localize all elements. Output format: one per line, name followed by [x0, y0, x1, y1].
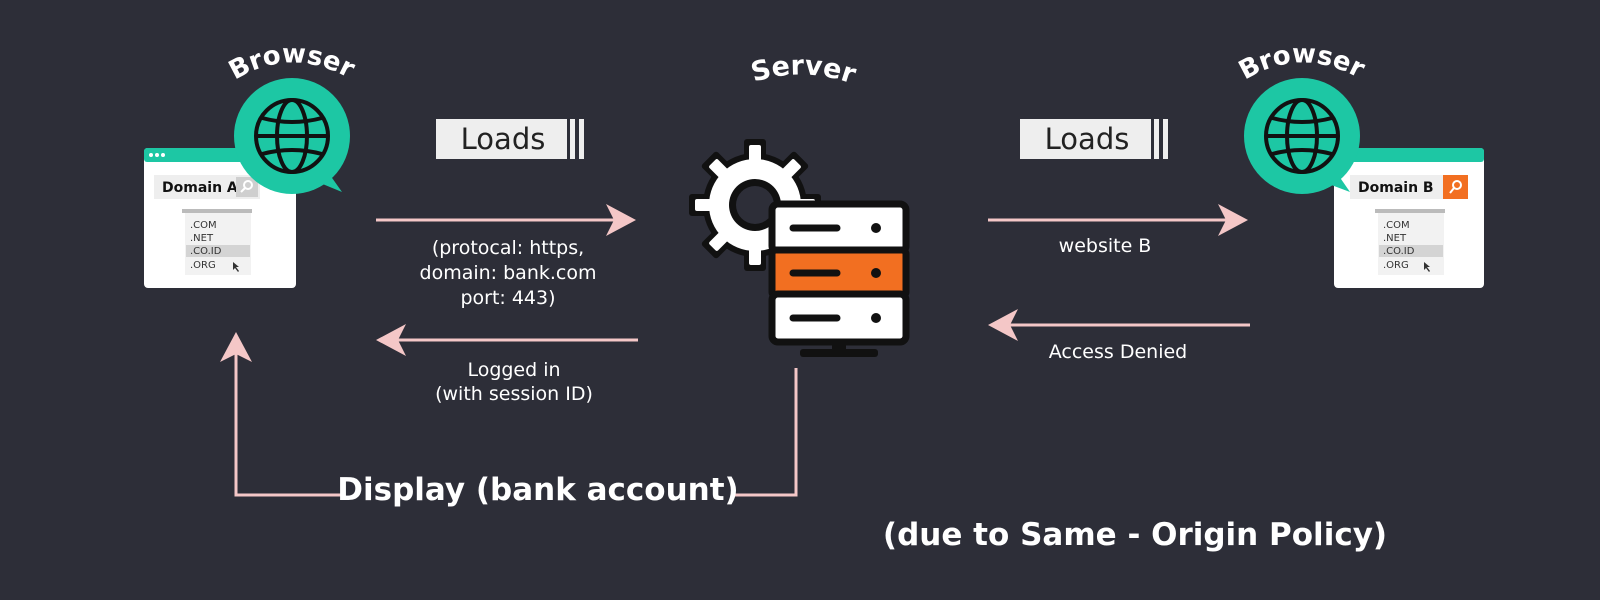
display-label: Display (bank account) — [337, 472, 738, 508]
globe-icon — [254, 98, 330, 174]
request-left-line-3: port: 443) — [460, 287, 555, 309]
search-icon — [240, 180, 253, 193]
arrow-request-left — [376, 204, 636, 236]
loads-label-right: Loads — [1045, 122, 1130, 156]
loads-tag-right: Loads — [1020, 119, 1168, 159]
window-dot-icon — [149, 153, 153, 157]
server-led — [871, 268, 881, 278]
right-tld-dropdown — [1378, 213, 1444, 275]
right-tld-item: .CO.ID — [1383, 246, 1415, 257]
request-left-line-2: domain: bank.com — [420, 262, 597, 284]
window-dot-icon — [155, 153, 159, 157]
server: Server — [689, 50, 910, 357]
right-search-button — [1443, 175, 1468, 199]
right-tld-item: .NET — [1383, 233, 1407, 244]
left-tld-item: .COM — [190, 220, 217, 231]
response-left-line-1: Logged in — [467, 359, 560, 381]
server-base — [800, 349, 878, 357]
server-title: Server — [748, 50, 860, 90]
loads-label-left: Loads — [461, 122, 546, 156]
arrow-response-right — [988, 309, 1250, 341]
loads-tag-left: Loads — [436, 119, 584, 159]
globe-icon — [1264, 98, 1340, 174]
left-domain-label: Domain A — [162, 180, 238, 196]
search-icon — [1449, 180, 1462, 194]
request-right-label: website B — [1059, 235, 1152, 257]
right-browser-titlebar — [1334, 148, 1484, 162]
left-tld-item: .ORG — [190, 260, 216, 271]
cursor-icon — [1424, 262, 1430, 272]
left-tld-item: .CO.ID — [190, 246, 222, 257]
right-domain-label: Domain B — [1358, 180, 1434, 196]
arrow-response-left — [376, 324, 638, 356]
right-tld-item: .ORG — [1383, 260, 1409, 271]
left-browser: Domain A .COM .NET .CO.ID .ORG Browser — [144, 39, 359, 288]
arrow-request-right — [988, 204, 1248, 236]
server-stand — [832, 342, 846, 352]
left-tld-dropdown-top — [182, 209, 252, 213]
left-tld-dropdown — [185, 213, 251, 275]
left-tld-highlight — [186, 245, 250, 257]
right-tld-item: .COM — [1383, 220, 1410, 231]
server-led — [871, 313, 881, 323]
right-browser: Domain B .COM .NET .CO.ID .ORG Browser — [1234, 39, 1484, 288]
response-right-label: Access Denied — [1049, 341, 1187, 363]
request-left-line-1: (protocal: https, — [432, 237, 584, 259]
server-led — [871, 223, 881, 233]
left-tld-item: .NET — [190, 233, 214, 244]
response-left-line-2: (with session ID) — [435, 383, 593, 405]
arrow-display-return — [220, 332, 798, 497]
right-tld-highlight — [1379, 245, 1443, 257]
cursor-icon — [233, 262, 239, 272]
right-tld-dropdown-top — [1375, 209, 1445, 213]
window-dot-icon — [161, 153, 165, 157]
policy-note: (due to Same - Origin Policy) — [883, 517, 1387, 553]
